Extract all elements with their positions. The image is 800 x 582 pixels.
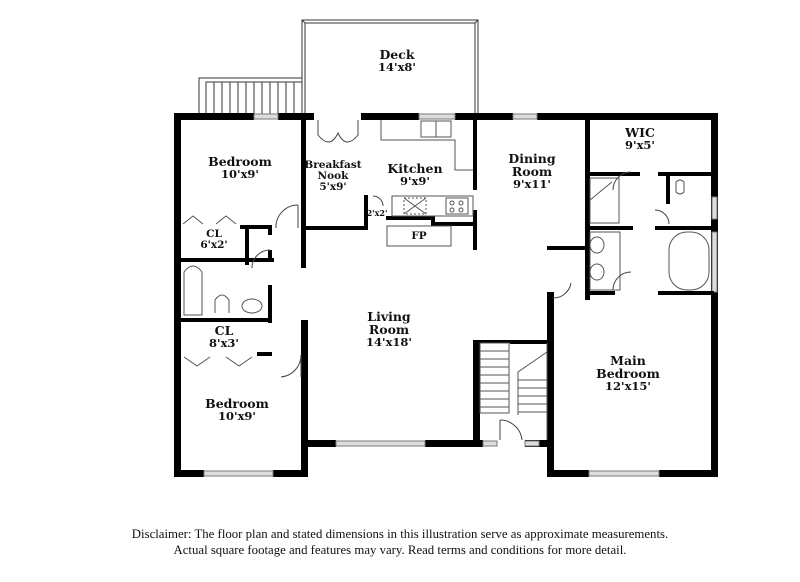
- bifold-doors: [182, 215, 253, 367]
- room-label-deck: Deck 14'x8': [378, 48, 416, 73]
- room-name-line1: Dining: [508, 151, 556, 166]
- room-label-kitchen: Kitchen 9'x9': [387, 162, 442, 187]
- room-label-closet-1: CL 6'x2': [200, 228, 228, 252]
- room-label-bedroom-2: Bedroom 10'x9': [205, 397, 269, 422]
- room-name: FP: [411, 230, 427, 242]
- room-dims: 9'x9': [400, 174, 430, 189]
- room-dims: 9'x11': [513, 177, 551, 192]
- room-label-breakfast-nook: Breakfast Nook 5'x9': [304, 159, 362, 194]
- room-dims: 14'x8': [378, 60, 416, 75]
- interior-stairs: [479, 342, 548, 440]
- room-label-main-bedroom: Main Bedroom 12'x15': [596, 354, 660, 392]
- room-dims: 2'x2': [366, 208, 388, 218]
- room-name-line2: Nook: [317, 170, 349, 183]
- room-name-line2: Room: [368, 322, 410, 338]
- room-name: Deck: [379, 47, 415, 62]
- room-name-line2: Room: [511, 164, 553, 180]
- room-name: CL: [206, 228, 222, 240]
- bath-fixtures: [183, 177, 710, 316]
- room-dims: 6'x2': [200, 239, 228, 252]
- interior-walls: [174, 113, 714, 356]
- room-dims: 8'x3': [209, 336, 239, 351]
- disclaimer-line-2: Actual square footage and features may v…: [173, 543, 627, 557]
- room-label-closet-2: CL 8'x3': [209, 324, 239, 349]
- deck-outline: [301, 19, 479, 116]
- room-label-wic: WIC 9'x5': [625, 126, 655, 151]
- room-name-line1: Living: [367, 309, 411, 324]
- room-name: Bedroom: [208, 154, 272, 169]
- exterior-walls: [174, 113, 718, 477]
- room-dims: 5'x9': [319, 181, 347, 194]
- disclaimer-line-1: Disclaimer: The floor plan and stated di…: [131, 527, 669, 541]
- room-name-line1: Breakfast: [304, 159, 362, 171]
- room-name: Bedroom: [205, 396, 269, 411]
- room-label-fireplace: FP: [411, 230, 427, 242]
- windows: [203, 113, 718, 477]
- doors: [251, 120, 670, 441]
- kitchen-fixtures: [380, 120, 474, 247]
- room-label-pantry: 2'x2': [366, 208, 388, 218]
- room-name-line2: Bedroom: [596, 366, 660, 382]
- room-name: Kitchen: [387, 161, 443, 176]
- room-dims: 12'x15': [605, 379, 651, 394]
- deck-stairs: [198, 77, 302, 116]
- room-dims: 10'x9': [221, 167, 259, 182]
- room-dims: 14'x18': [366, 335, 412, 350]
- room-name: WIC: [625, 125, 655, 140]
- room-dims: 10'x9': [218, 409, 256, 424]
- room-label-dining-room: Dining Room 9'x11': [508, 152, 555, 190]
- room-name-line1: Main: [610, 353, 646, 368]
- room-name: CL: [214, 323, 234, 338]
- room-label-living-room: Living Room 14'x18': [366, 310, 412, 348]
- room-label-bedroom-1: Bedroom 10'x9': [208, 155, 272, 180]
- room-dims: 9'x5': [625, 138, 655, 153]
